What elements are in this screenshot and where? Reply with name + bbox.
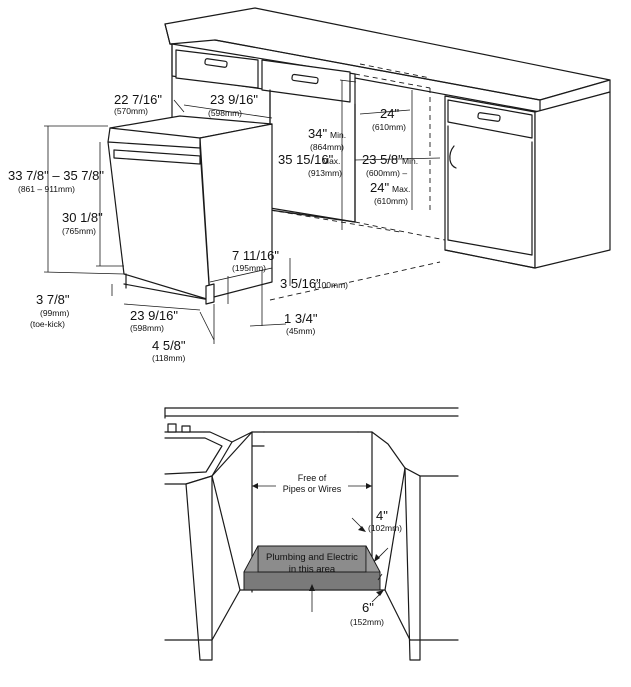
toe-kick-metric: (99mm) [40, 308, 69, 318]
door-offset-value: 1 3/4" [284, 311, 318, 326]
bottom-annotations: Free of Pipes or Wires 4" (102mm) 6" (15… [252, 473, 402, 627]
free-zone-line1: Free of [298, 473, 327, 483]
width-front-value: 23 9/16" [130, 308, 178, 323]
cabinet-depth-value: 24" [380, 106, 399, 121]
depth-top-metric: (598mm) [208, 108, 242, 118]
cabinet-height-min-value: 34" [308, 126, 327, 141]
top-dimension-labels: 22 7/16" (570mm) 23 9/16" (598mm) 33 7/8… [8, 92, 418, 363]
cabinet-height-max-metric: (913mm) [308, 168, 342, 178]
dishwasher [107, 115, 273, 305]
door-height-value: 30 1/8" [62, 210, 103, 225]
door-height-metric: (765mm) [62, 226, 96, 236]
height-range-value: 33 7/8" – 35 7/8" [8, 168, 104, 183]
door-offset-metric: (45mm) [286, 326, 315, 336]
height-4-metric: (102mm) [368, 523, 402, 533]
opening-min-value: 23 5/8" [362, 152, 403, 167]
bottom-depth-metric: (118mm) [152, 353, 186, 363]
toe-kick-note: (toe-kick) [30, 319, 65, 329]
cabinet-run [164, 7, 611, 301]
opening-max-value: 24" [370, 180, 389, 195]
gap-height-value: 3 5/16" [280, 276, 321, 291]
cabinet-height-min-label: Min. [330, 130, 346, 140]
rail-height-value: 7 11/16" [232, 248, 279, 263]
depth-top-value: 23 9/16" [210, 92, 258, 107]
cabinet-height-max-label: Max. [322, 156, 340, 166]
opening-min-label: Min. [402, 156, 418, 166]
cabinet-height-max-value: 35 15/16" [278, 152, 334, 167]
height-range-metric: (861 – 911mm) [18, 184, 75, 194]
opening-max-metric: (610mm) [374, 196, 408, 206]
height-6-value: 6" [362, 600, 374, 615]
cabinet-height-min-metric: (864mm) [310, 142, 344, 152]
rail-height-metric: (195mm) [232, 263, 266, 273]
dimension-lines [43, 79, 441, 344]
height-4-value: 4" [376, 508, 388, 523]
height-6-metric: (152mm) [350, 617, 384, 627]
depth-side-value: 22 7/16" [114, 92, 162, 107]
service-area-line2: in this area [289, 564, 336, 575]
service-area-line1: Plumbing and Electric [266, 552, 358, 563]
bottom-depth-value: 4 5/8" [152, 338, 186, 353]
gap-height-metric: (100mm) [314, 280, 348, 290]
cabinet-opening [164, 407, 459, 661]
opening-range-metric: (600mm) – [366, 168, 407, 178]
free-zone-line2: Pipes or Wires [283, 484, 342, 494]
service-area: Plumbing and Electric in this area [243, 545, 381, 591]
opening-max-label: Max. [392, 184, 410, 194]
depth-side-metric: (570mm) [114, 106, 148, 116]
toe-kick-value: 3 7/8" [36, 292, 70, 307]
width-front-metric: (598mm) [130, 323, 164, 333]
cabinet-depth-metric: (610mm) [372, 122, 406, 132]
